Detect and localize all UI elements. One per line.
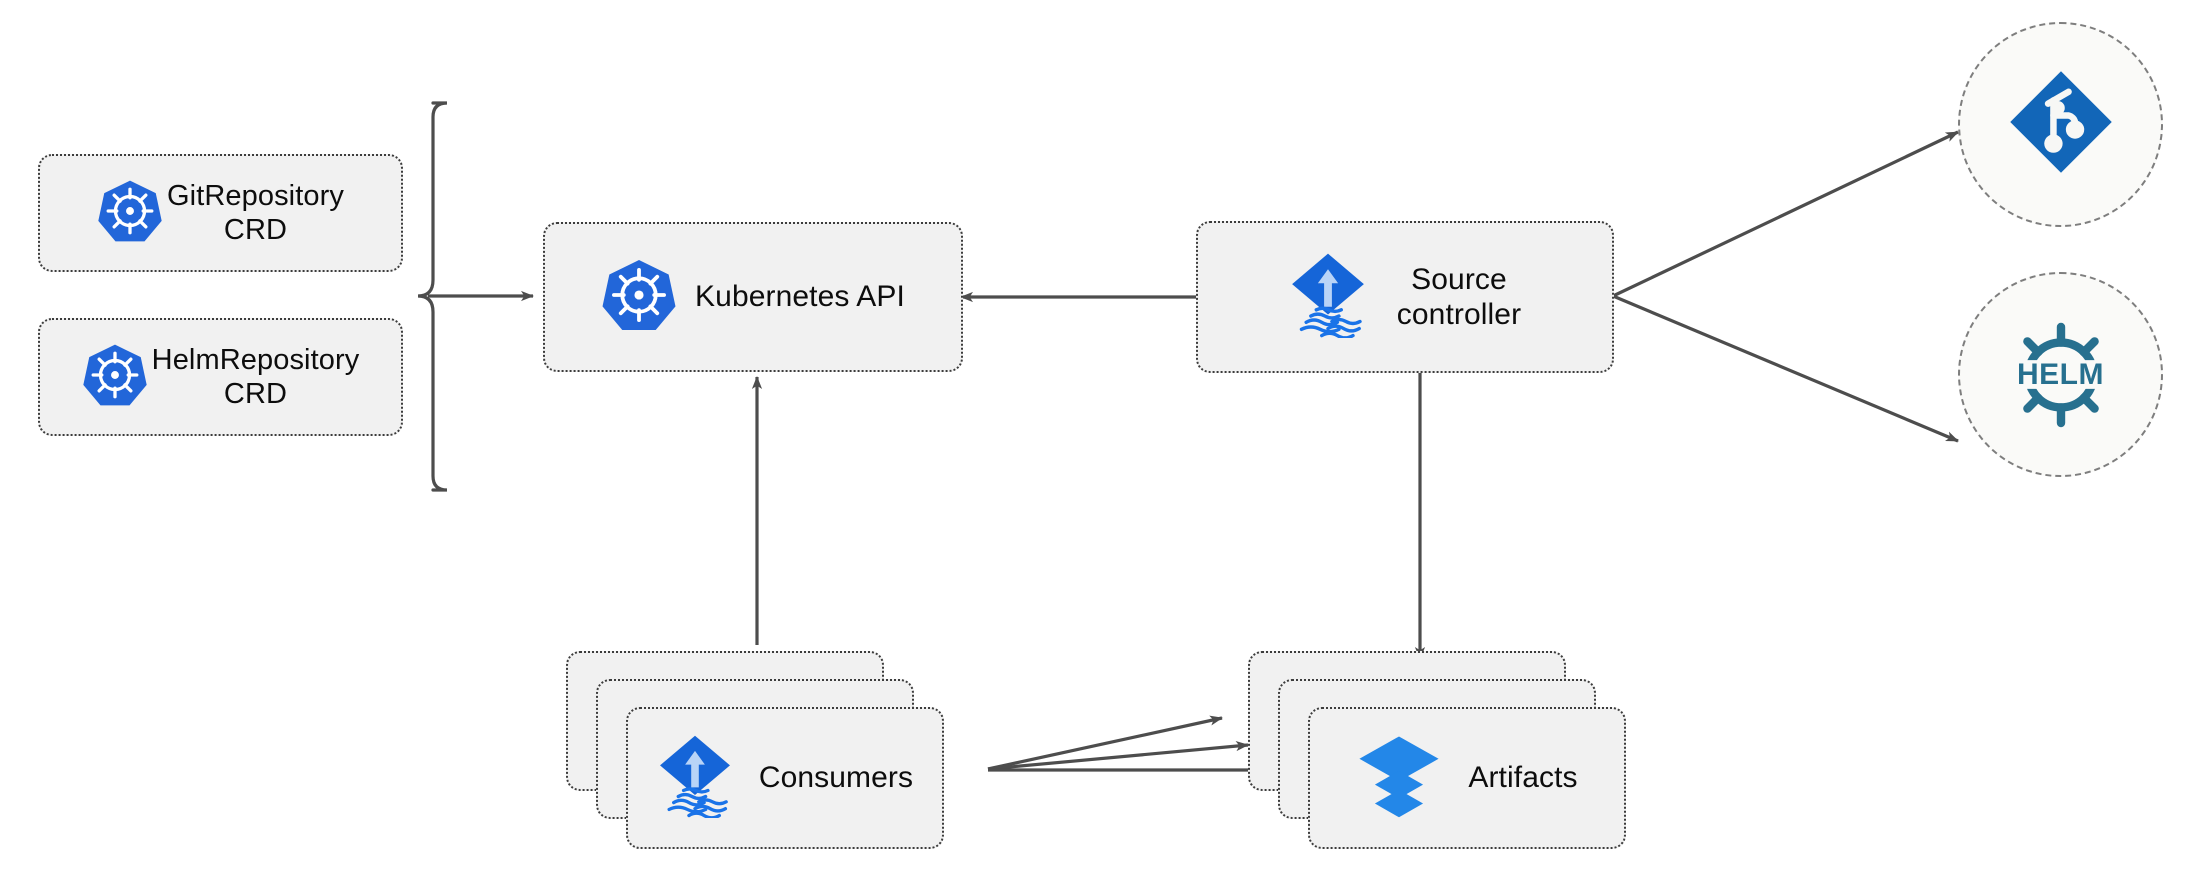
node-consumers-stack[interactable]: Consumers <box>566 651 966 856</box>
kubernetes-icon <box>82 342 148 413</box>
kubernetes-icon <box>601 257 677 338</box>
node-label: GitRepository CRD <box>167 179 344 246</box>
node-helm-provider[interactable]: HELM <box>1958 272 2163 477</box>
node-kubernetes-api[interactable]: Kubernetes API <box>543 222 963 372</box>
node-label: HelmRepository CRD <box>151 343 360 410</box>
crd-bracket <box>417 101 448 492</box>
git-icon <box>2007 68 2115 181</box>
flux-icon <box>1289 252 1367 343</box>
helm-icon: HELM <box>2001 315 2121 435</box>
node-git-provider[interactable] <box>1958 22 2163 227</box>
flux-icon <box>657 734 733 823</box>
source-controller-to-git-arrow <box>1612 130 1959 298</box>
node-label: Kubernetes API <box>695 280 905 314</box>
node-git-repository-crd[interactable]: GitRepository CRD <box>38 154 403 272</box>
layers-icon <box>1356 733 1442 824</box>
node-label: Artifacts <box>1468 761 1578 795</box>
consumers-to-artifacts-arrow-top <box>987 715 1223 771</box>
node-helm-repository-crd[interactable]: HelmRepository CRD <box>38 318 403 436</box>
node-consumers[interactable]: Consumers <box>626 707 944 849</box>
node-label: Consumers <box>758 761 914 795</box>
consumers-to-artifacts-arrow-middle <box>987 741 1249 771</box>
node-artifacts[interactable]: Artifacts <box>1308 707 1626 849</box>
node-source-controller[interactable]: Source controller <box>1196 221 1614 373</box>
kubernetes-icon <box>97 178 163 249</box>
helm-wordmark: HELM <box>2002 360 2119 389</box>
node-artifacts-stack[interactable]: Artifacts <box>1248 651 1648 856</box>
source-controller-to-helm-arrow <box>1612 294 1959 443</box>
node-label: Source controller <box>1396 262 1522 331</box>
